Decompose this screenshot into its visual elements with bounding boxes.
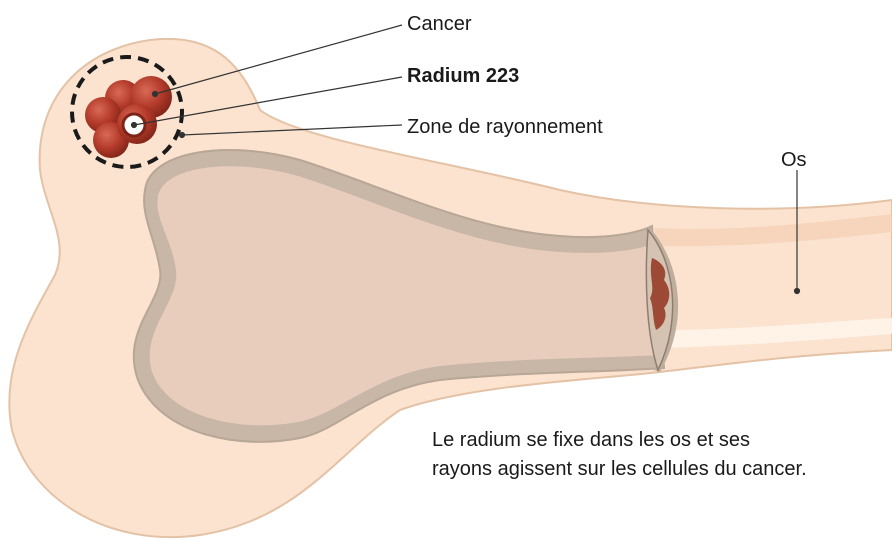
caption: Le radium se fixe dans les os et ses ray… [432,426,807,484]
label-cancer: Cancer [407,12,471,36]
caption-line-2: rayons agissent sur les cellules du canc… [432,455,807,484]
label-radiation-zone: Zone de rayonnement [407,115,603,139]
label-radium: Radium 223 [407,64,519,88]
leader-dot-zone [180,133,185,138]
leader-dot-bone [795,289,800,294]
label-bone: Os [781,148,807,172]
leader-dot-cancer [153,92,158,97]
leader-dot-radium [132,123,137,128]
caption-line-1: Le radium se fixe dans les os et ses [432,426,807,455]
